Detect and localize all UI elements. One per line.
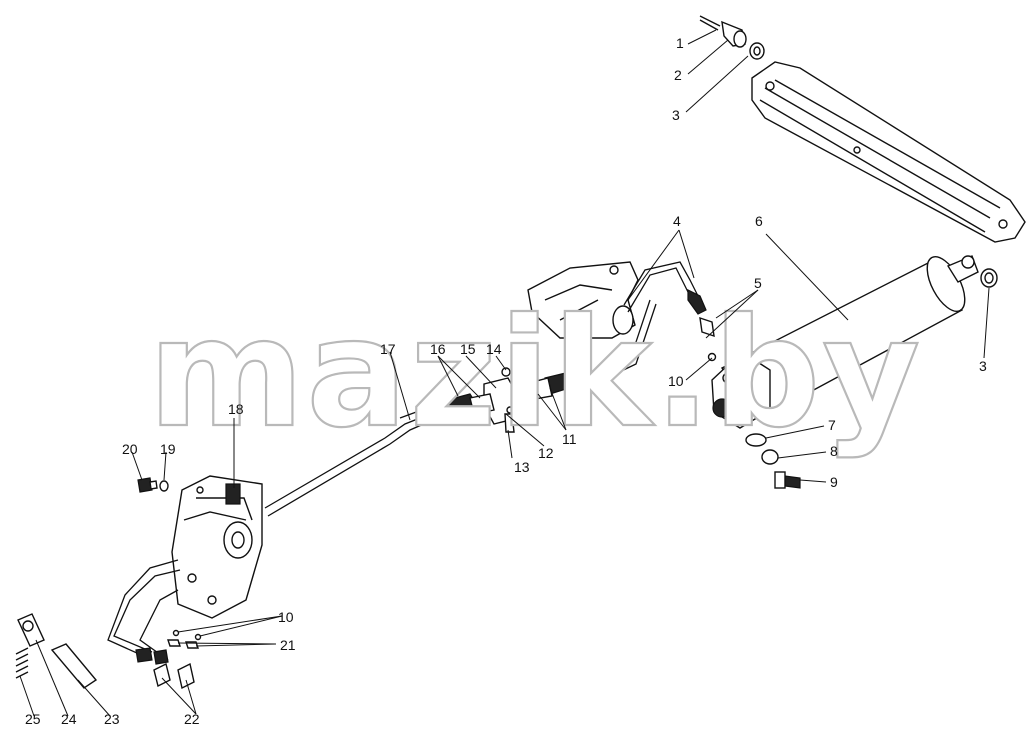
callout-24: 24 [61,711,77,727]
callout-23: 23 [104,711,120,727]
callout-11: 11 [562,431,577,447]
callout-17: 17 [380,341,396,357]
seals-and-nuts [153,629,202,690]
valve-mount [527,261,715,339]
callout-20: 20 [122,441,138,457]
callout-25: 25 [25,711,41,727]
callout-19: 19 [160,441,176,457]
valve-body [171,475,263,619]
pressure-line-upper [524,299,657,401]
seal-washer-right [707,352,717,362]
leader-lines [19,29,990,717]
callout-13: 13 [514,459,530,475]
pin-and-bushing [699,15,765,60]
callout-22: 22 [184,711,200,727]
callout-5: 5 [754,275,762,291]
callout-8: 8 [830,443,838,459]
callout-12: 12 [538,445,554,461]
callout-9: 9 [830,474,838,490]
hydraulic-cylinder [711,255,998,489]
callout-3: 3 [979,358,987,374]
callout-labels: 1 2 3 3 4 5 6 7 8 9 10 10 11 12 13 14 15… [25,35,987,727]
callout-1: 1 [676,35,684,51]
callout-10: 10 [668,373,684,389]
callout-10: 10 [278,609,294,625]
pressure-line-17 [264,403,443,517]
callout-15: 15 [460,341,476,357]
cover-bracket [751,61,1026,243]
callout-18: 18 [228,401,244,417]
callout-16: 16 [430,341,446,357]
callout-6: 6 [755,213,763,229]
watermark-text: mazik.by [148,287,922,461]
tube-fittings-16 [439,393,495,419]
callout-7: 7 [828,417,836,433]
callout-14: 14 [486,341,502,357]
spring-rod-set [15,613,98,689]
callout-3: 3 [672,107,680,123]
bolt-and-washer [137,477,169,493]
callout-21: 21 [280,637,296,653]
callout-4: 4 [673,213,681,229]
return-lines [107,559,181,665]
callout-2: 2 [674,67,682,83]
